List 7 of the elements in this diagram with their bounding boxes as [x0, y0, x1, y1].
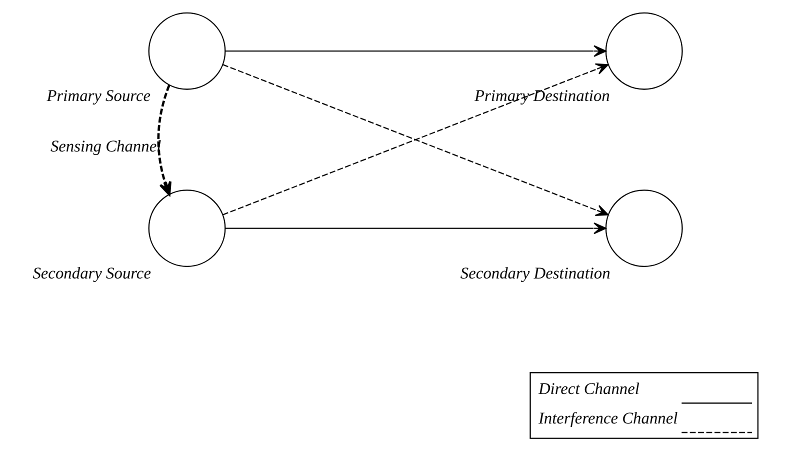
legend-label: Direct Channel — [538, 378, 640, 398]
edge-label: Sensing Channel — [50, 136, 162, 156]
node-label: Secondary Source — [32, 263, 151, 282]
node-label: Primary Destination — [474, 86, 610, 106]
legend-label: Interference Channel — [538, 408, 678, 428]
node-label: Primary Source — [46, 86, 151, 106]
node-label: Secondary Destination — [460, 263, 610, 282]
